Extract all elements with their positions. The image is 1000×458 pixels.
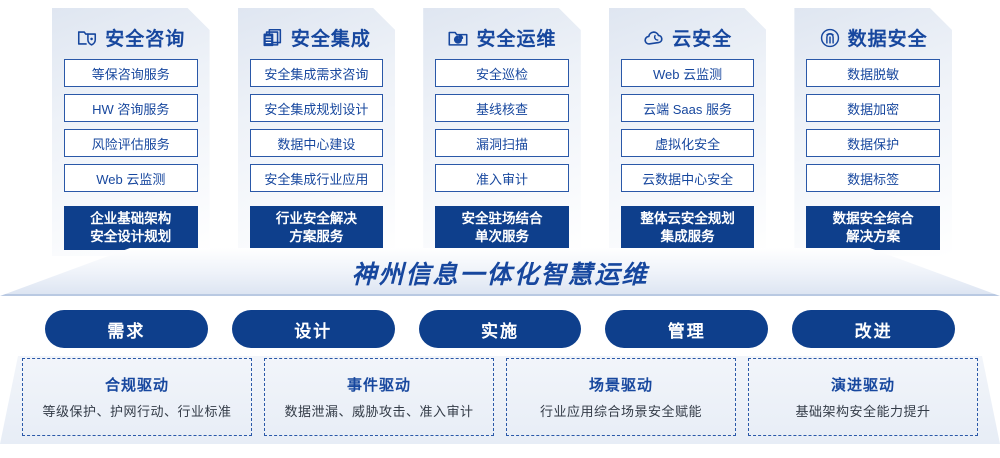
highlight-line: 数据安全综合: [832, 211, 914, 226]
service-item-list: Web 云监测 云端 Saas 服务 虚拟化安全 云数据中心安全 整体云安全规划…: [621, 59, 755, 250]
service-item[interactable]: 等保咨询服务: [64, 59, 198, 87]
phase-pill-row: 需求 设计 实施 管理 改进: [45, 310, 955, 348]
service-item-list: 安全巡检 基线核查 漏洞扫描 准入审计 安全驻场结合 单次服务: [435, 59, 569, 250]
service-item[interactable]: 数据脱敏: [806, 59, 940, 87]
highlight-line: 单次服务: [474, 229, 529, 245]
highlight-line: 安全设计规划: [90, 229, 172, 245]
highlight-line: 整体云安全规划: [640, 211, 735, 226]
pillar-highlight-box[interactable]: 数据安全综合 解决方案: [806, 206, 940, 250]
pillar-title: 安全咨询: [105, 29, 186, 50]
driver-incident[interactable]: 事件驱动 数据泄漏、威胁攻击、准入审计: [264, 358, 494, 436]
pillar-title: 安全集成: [290, 29, 371, 50]
service-item[interactable]: 虚拟化安全: [621, 129, 755, 157]
service-item[interactable]: 数据标签: [806, 164, 940, 192]
service-item-list: 等保咨询服务 HW 咨询服务 风险评估服务 Web 云监测 企业基础架构 安全设…: [64, 59, 198, 250]
driver-evolution[interactable]: 演进驱动 基础架构安全能力提升: [748, 358, 978, 436]
phase-pill-implementation[interactable]: 实施: [418, 310, 582, 348]
service-item[interactable]: 漏洞扫描: [435, 129, 569, 157]
phase-pill-design[interactable]: 设计: [231, 310, 395, 348]
phase-pill-management[interactable]: 管理: [605, 310, 769, 348]
pillar-card-data-security[interactable]: 数据安全 数据脱敏 数据加密 数据保护 数据标签 数据安全综合 解决方案: [794, 8, 952, 256]
service-item[interactable]: 云端 Saas 服务: [621, 94, 755, 122]
highlight-line: 解决方案: [846, 229, 901, 245]
service-item[interactable]: Web 云监测: [64, 164, 198, 192]
driver-compliance[interactable]: 合规驱动 等级保护、护网行动、行业标准: [22, 358, 252, 436]
service-item[interactable]: HW 咨询服务: [64, 94, 198, 122]
driver-title: 场景驱动: [588, 377, 653, 394]
service-item-list: 数据脱敏 数据加密 数据保护 数据标签 数据安全综合 解决方案: [806, 59, 940, 250]
phase-pill-improvement[interactable]: 改进: [792, 310, 955, 348]
pillar-highlight-box[interactable]: 企业基础架构 安全设计规划: [64, 206, 198, 250]
driver-row: 合规驱动 等级保护、护网行动、行业标准 事件驱动 数据泄漏、威胁攻击、准入审计 …: [22, 358, 978, 436]
cloud-icon: [643, 27, 665, 49]
highlight-line: 集成服务: [660, 229, 715, 245]
service-item[interactable]: Web 云监测: [621, 59, 755, 87]
pillar-highlight-box[interactable]: 行业安全解决 方案服务: [250, 206, 384, 250]
service-item[interactable]: 数据中心建设: [250, 129, 384, 157]
service-item[interactable]: 安全集成需求咨询: [250, 59, 384, 87]
pillar-title: 安全运维: [476, 29, 557, 50]
phase-pill-demand[interactable]: 需求: [45, 310, 208, 348]
pillar-card-security-operations[interactable]: 安全运维 安全巡检 基线核查 漏洞扫描 准入审计 安全驻场结合 单次服务: [423, 8, 581, 256]
driver-description: 数据泄漏、威胁攻击、准入审计: [284, 404, 474, 419]
service-item[interactable]: 基线核查: [435, 94, 569, 122]
pillar-title: 数据安全: [847, 29, 928, 50]
pillar-card-row: 安全咨询 等保咨询服务 HW 咨询服务 风险评估服务 Web 云监测 企业基础架…: [52, 8, 952, 256]
pillar-highlight-box[interactable]: 安全驻场结合 单次服务: [435, 206, 569, 250]
fingerprint-icon: [819, 27, 841, 49]
platform-banner: 神州信息一体化智慧运维: [0, 248, 1000, 296]
driver-description: 行业应用综合场景安全赋能: [539, 404, 702, 419]
driver-title: 事件驱动: [346, 377, 411, 394]
pillar-highlight-box[interactable]: 整体云安全规划 集成服务: [621, 206, 755, 250]
pillar-card-cloud-security[interactable]: 云安全 Web 云监测 云端 Saas 服务 虚拟化安全 云数据中心安全 整体云…: [609, 8, 767, 256]
service-item[interactable]: 安全集成行业应用: [250, 164, 384, 192]
service-item[interactable]: 数据保护: [806, 129, 940, 157]
pillar-header: 安全运维: [435, 24, 569, 51]
driver-description: 基础架构安全能力提升: [795, 404, 931, 419]
highlight-line: 安全驻场结合: [461, 211, 543, 226]
pillar-title: 云安全: [672, 29, 733, 50]
pillar-header: 数据安全: [806, 24, 940, 51]
service-item[interactable]: 风险评估服务: [64, 129, 198, 157]
service-item[interactable]: 安全巡检: [435, 59, 569, 87]
driver-title: 演进驱动: [830, 377, 895, 394]
pillar-header: 云安全: [621, 24, 755, 51]
drivers-background: [0, 356, 1000, 444]
stacked-documents-icon: [262, 27, 284, 49]
service-item[interactable]: 云数据中心安全: [621, 164, 755, 192]
driver-scenario[interactable]: 场景驱动 行业应用综合场景安全赋能: [506, 358, 736, 436]
service-item[interactable]: 准入审计: [435, 164, 569, 192]
folder-chart-icon: [447, 27, 469, 49]
platform-banner-title: 神州信息一体化智慧运维: [351, 261, 649, 289]
pillar-card-security-integration[interactable]: 安全集成 安全集成需求咨询 安全集成规划设计 数据中心建设 安全集成行业应用 行…: [238, 8, 396, 256]
driver-title: 合规驱动: [104, 377, 169, 394]
highlight-line: 企业基础架构: [90, 211, 172, 226]
pillar-card-security-consulting[interactable]: 安全咨询 等保咨询服务 HW 咨询服务 风险评估服务 Web 云监测 企业基础架…: [52, 8, 210, 256]
highlight-line: 行业安全解决: [275, 211, 357, 226]
highlight-line: 方案服务: [289, 229, 344, 245]
service-item-list: 安全集成需求咨询 安全集成规划设计 数据中心建设 安全集成行业应用 行业安全解决…: [250, 59, 384, 250]
service-item[interactable]: 数据加密: [806, 94, 940, 122]
pillar-header: 安全咨询: [64, 24, 198, 51]
service-item[interactable]: 安全集成规划设计: [250, 94, 384, 122]
pillar-header: 安全集成: [250, 24, 384, 51]
driver-description: 等级保护、护网行动、行业标准: [42, 404, 232, 419]
folder-shield-icon: [76, 27, 98, 49]
